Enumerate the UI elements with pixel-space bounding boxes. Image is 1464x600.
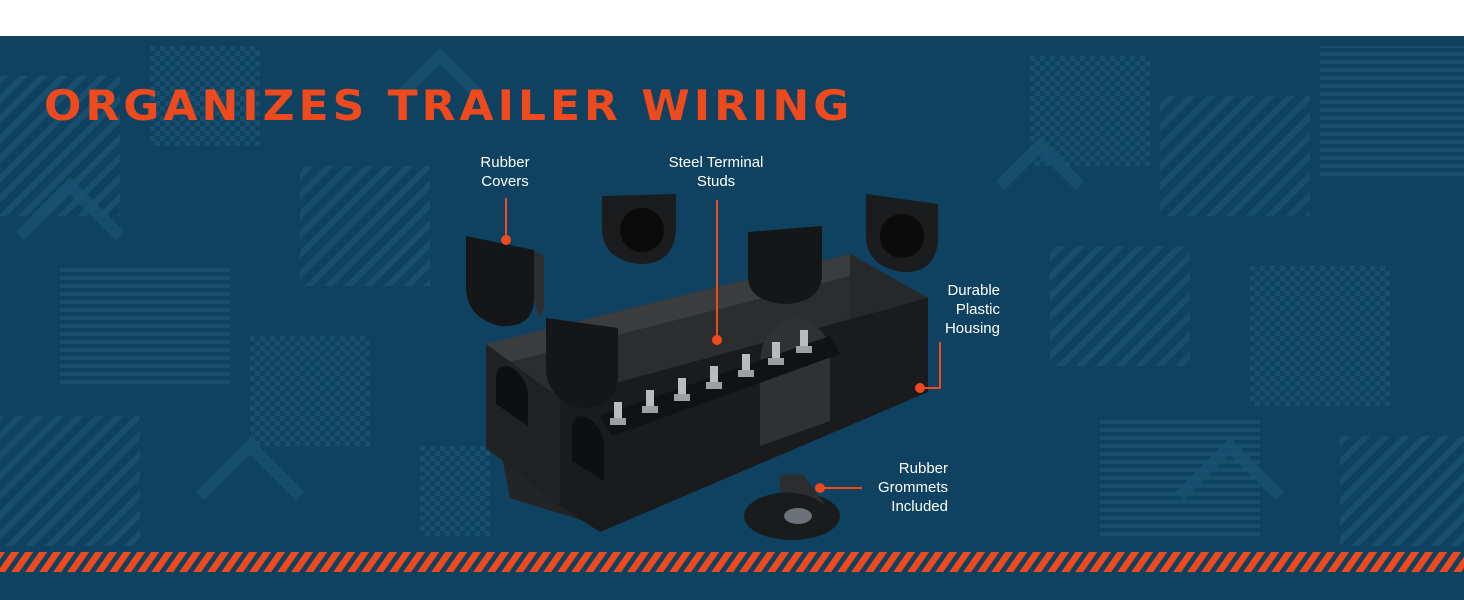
rubber-covers [466, 194, 938, 408]
hazard-stripe-band [0, 548, 1464, 576]
bottom-band [0, 576, 1464, 600]
callout-steel-terminal-studs: Steel Terminal Studs [668, 154, 764, 190]
rubber-grommet [744, 474, 840, 540]
terminal-junction-box-illustration [466, 194, 941, 540]
background-geometric-pattern [0, 46, 1464, 546]
callout-rubber-grommets: Rubber Grommets Included [877, 460, 948, 515]
top-white-band [0, 0, 1464, 36]
feature-banner: ORGANIZES TRAILER WIRING [0, 36, 1464, 600]
headline: ORGANIZES TRAILER WIRING [44, 82, 854, 131]
terminal-studs [610, 330, 812, 425]
callout-rubber-covers: Rubber Covers [480, 154, 530, 190]
callout-durable-plastic-housing: Durable Plastic Housing [944, 282, 1000, 337]
